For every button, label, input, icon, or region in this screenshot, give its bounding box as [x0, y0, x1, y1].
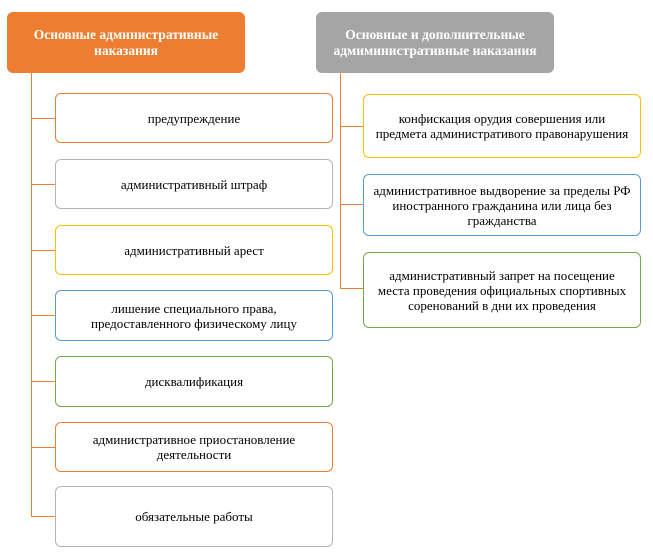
- main-and-additional-penalties-title: Основные и дополнительные адмиминистрати…: [333, 26, 537, 58]
- penalty-box-arrest: административный арест: [55, 225, 333, 275]
- penalty-label: конфискация орудия совершения или предме…: [375, 111, 629, 141]
- right-trunk-line: [340, 73, 341, 289]
- left-branch-line-7: [31, 516, 55, 517]
- penalty-box-warning: предупреждение: [55, 93, 333, 143]
- penalty-label: административное выдворение за пределы Р…: [373, 182, 631, 228]
- penalty-label: предупреждение: [147, 110, 241, 126]
- penalty-label: административное приостановление деятель…: [92, 432, 296, 462]
- penalty-label: дисквалификация: [144, 374, 244, 389]
- penalty-label: административный запрет на посещение мес…: [377, 267, 627, 313]
- penalty-box-deprivation-of-right: лишение специального права, предоставлен…: [55, 290, 333, 341]
- left-branch-line-6: [31, 447, 55, 448]
- main-and-additional-penalties-header: Основные и дополнительные адмиминистрати…: [316, 12, 554, 73]
- penalty-box-expulsion: административное выдворение за пределы Р…: [363, 174, 641, 236]
- penalty-box-disqualification: дисквалификация: [55, 356, 333, 407]
- left-trunk-line: [31, 73, 32, 516]
- left-branch-line-1: [31, 118, 55, 119]
- left-branch-line-3: [31, 250, 55, 251]
- left-branch-line-5: [31, 381, 55, 382]
- penalty-label: обязательные работы: [135, 509, 253, 524]
- penalty-box-stadium-ban: административный запрет на посещение мес…: [363, 252, 641, 328]
- right-branch-line-2: [340, 204, 363, 205]
- main-penalties-title: Основные административные наказания: [33, 26, 219, 58]
- right-branch-line-3: [340, 288, 363, 289]
- left-branch-line-2: [31, 184, 55, 185]
- penalty-box-confiscation: конфискация орудия совершения или предме…: [363, 94, 641, 158]
- penalty-label: административный арест: [124, 242, 264, 258]
- penalty-box-compulsory-work: обязательные работы: [55, 486, 333, 547]
- penalty-label: лишение специального права, предоставлен…: [91, 300, 297, 331]
- main-penalties-header: Основные административные наказания: [7, 12, 245, 73]
- left-branch-line-4: [31, 315, 55, 316]
- penalty-box-fine: административный штраф: [55, 159, 333, 209]
- penalty-label: административный штраф: [120, 176, 268, 192]
- right-branch-line-1: [340, 126, 363, 127]
- penalty-box-suspension-of-activity: административное приостановление деятель…: [55, 422, 333, 472]
